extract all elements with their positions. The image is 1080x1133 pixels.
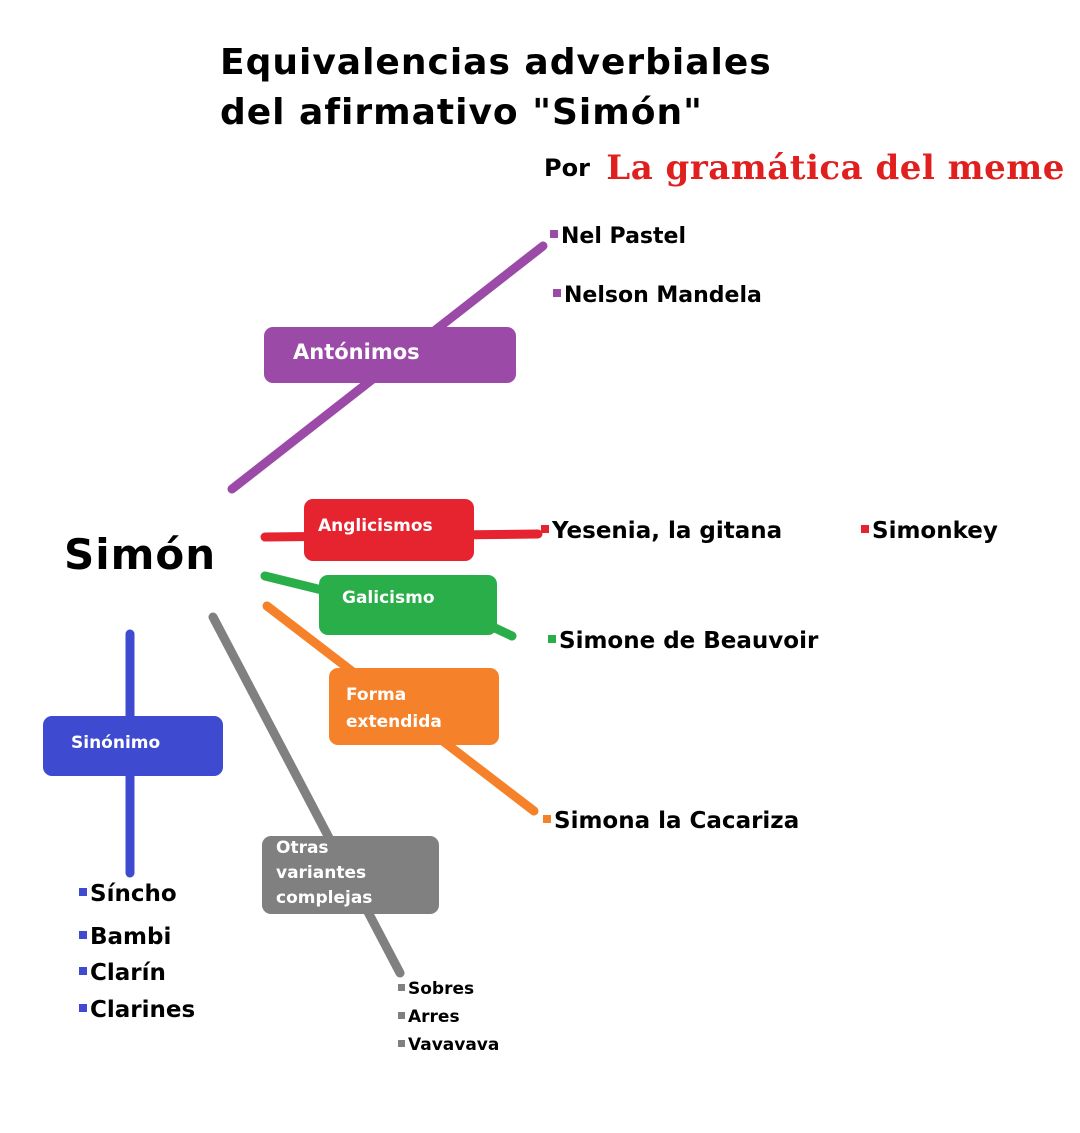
bullet-square-icon — [553, 289, 561, 297]
bullet-square-icon — [79, 1003, 87, 1012]
bullet-square-icon — [543, 814, 551, 823]
list-item: Síncho — [79, 881, 177, 907]
list-item: Bambi — [79, 924, 171, 950]
anglicismos-label: Anglicismos — [318, 516, 433, 536]
forma-extendida-label-1: Forma — [346, 685, 407, 705]
bullet-square-icon — [861, 524, 869, 533]
list-item: Clarín — [79, 960, 166, 986]
otras-label-3: complejas — [276, 888, 373, 908]
bullet-square-icon — [398, 983, 405, 991]
otras-label-1: Otras — [276, 838, 329, 858]
sinonimo-box: Sinónimo — [43, 716, 223, 776]
antonimos-box: Antónimos — [264, 327, 516, 383]
list-item: Vavavava — [398, 1035, 499, 1055]
title-line-1: Equivalencias adverbiales — [220, 42, 772, 83]
list-item: Simona la Cacariza — [543, 808, 799, 834]
list-item: Simone de Beauvoir — [548, 628, 818, 654]
list-item: Arres — [398, 1007, 460, 1027]
bullet-square-icon — [541, 524, 549, 533]
bullet-square-icon — [550, 230, 558, 238]
list-item: Clarines — [79, 997, 195, 1023]
list-item: Simonkey — [861, 518, 998, 544]
bullet-square-icon — [79, 887, 87, 896]
title-line-2: del afirmativo "Simón" — [220, 92, 703, 133]
galicismo-box: Galicismo — [319, 575, 497, 635]
otras-box: Otras variantes complejas — [262, 836, 439, 914]
bullet-square-icon — [79, 930, 87, 939]
galicismo-label: Galicismo — [342, 588, 435, 608]
bullet-square-icon — [398, 1039, 405, 1047]
root-label: Simón — [64, 530, 217, 579]
bullet-square-icon — [548, 634, 556, 643]
bullet-square-icon — [398, 1011, 405, 1019]
list-item: Nelson Mandela — [553, 283, 762, 308]
forma-extendida-label-2: extendida — [346, 712, 442, 732]
sinonimo-label: Sinónimo — [71, 733, 161, 753]
byline-brand: La gramática del meme — [606, 148, 1065, 188]
forma-extendida-box: Forma extendida — [329, 668, 499, 745]
list-item: Sobres — [398, 979, 474, 999]
list-item: Nel Pastel — [550, 224, 686, 249]
otras-label-2: variantes — [276, 863, 367, 883]
antonimos-label: Antónimos — [293, 340, 420, 364]
anglicismos-box: Anglicismos — [304, 499, 474, 561]
list-item: Yesenia, la gitana — [541, 518, 782, 544]
bullet-square-icon — [79, 966, 87, 975]
diagram-title: Equivalencias adverbiales del afirmativo… — [220, 38, 772, 138]
byline: Por La gramática del meme — [544, 147, 1065, 188]
byline-prefix: Por — [544, 154, 590, 182]
